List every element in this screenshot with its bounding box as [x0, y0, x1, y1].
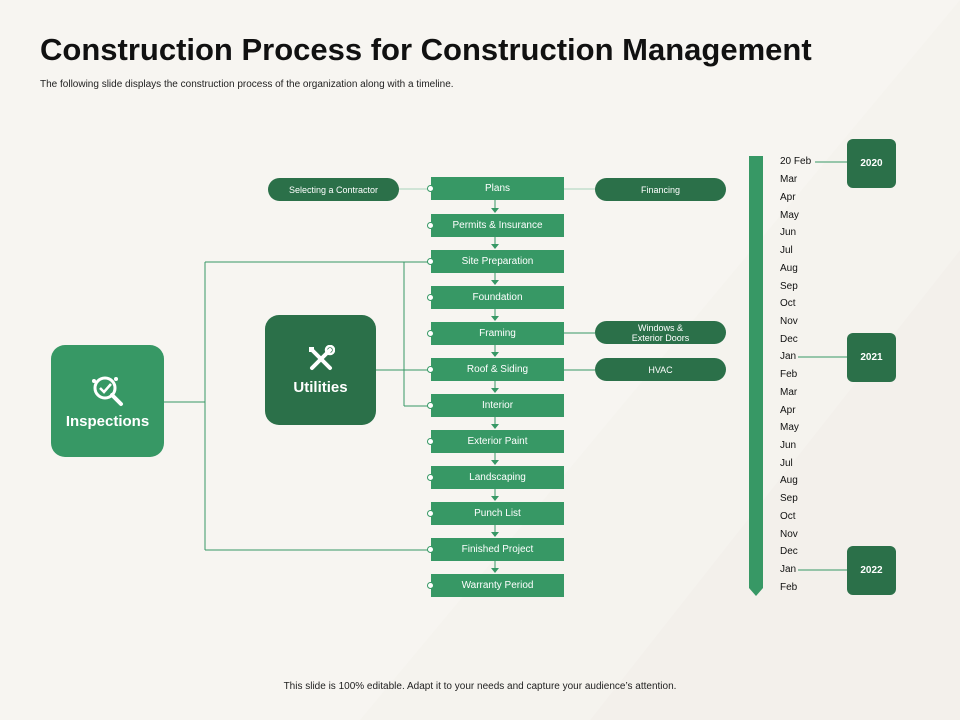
step-arrow-icon	[491, 424, 499, 429]
inspections-label: Inspections	[65, 412, 150, 430]
step-dot	[427, 222, 434, 229]
timeline-month: Nov	[780, 529, 798, 540]
timeline-month: Oct	[780, 298, 796, 309]
timeline-month: Aug	[780, 263, 798, 274]
timeline-month: Jan	[780, 351, 797, 362]
step-permits-insurance[interactable]: Permits & Insurance	[427, 214, 564, 237]
windows-doors-label-line2: Exterior Doors	[631, 332, 690, 343]
timeline-month: Oct	[780, 511, 796, 522]
timeline-month: Sep	[780, 493, 798, 504]
windows-doors-label-line1: Windows &	[637, 322, 683, 333]
timeline-month: Sep	[780, 281, 798, 292]
step-dot	[427, 546, 434, 553]
step-dot	[427, 474, 434, 481]
step-arrow-icon	[491, 532, 499, 537]
step-arrow-icon	[491, 388, 499, 393]
step-dot	[427, 366, 434, 373]
step-label: Roof & Siding	[466, 364, 529, 375]
year-label: 2021	[860, 352, 883, 363]
timeline-bar	[749, 156, 763, 596]
timeline-month: Feb	[780, 369, 798, 380]
step-dot	[427, 185, 434, 192]
step-site-preparation[interactable]: Site Preparation	[427, 250, 564, 273]
magnifier-check-icon	[91, 376, 123, 406]
timeline-month: Jul	[780, 245, 793, 256]
timeline-month: Dec	[780, 334, 798, 345]
step-label: Framing	[479, 328, 516, 339]
year-label: 2022	[860, 565, 883, 576]
selecting-contractor-pill[interactable]: Selecting a Contractor	[268, 178, 399, 201]
inspections-card[interactable]: Inspections	[51, 345, 164, 457]
step-label: Interior	[481, 400, 514, 411]
step-arrow-icon	[491, 460, 499, 465]
timeline-month: May	[780, 422, 799, 433]
step-dot	[427, 258, 434, 265]
step-interior[interactable]: Interior	[427, 394, 564, 417]
timeline-month: 20 Feb	[780, 156, 812, 167]
step-finished-project[interactable]: Finished Project	[427, 538, 564, 561]
step-label: Punch List	[474, 508, 521, 519]
timeline-month: Jul	[780, 458, 793, 469]
step-label: Warranty Period	[461, 580, 534, 591]
timeline-month: Jan	[780, 564, 797, 575]
step-arrow-icon	[491, 280, 499, 285]
step-label: Landscaping	[469, 472, 526, 483]
timeline-month: Nov	[780, 316, 798, 327]
step-dot	[427, 294, 434, 301]
year-2020-badge[interactable]: 2020	[847, 139, 896, 188]
step-dot	[427, 330, 434, 337]
step-dot	[427, 402, 434, 409]
timeline-month: Jun	[780, 227, 797, 238]
step-dot	[427, 438, 434, 445]
step-exterior-paint[interactable]: Exterior Paint	[427, 430, 564, 453]
step-arrow-icon	[491, 496, 499, 501]
step-label: Foundation	[472, 292, 523, 303]
page-title: Construction Process for Construction Ma…	[40, 32, 812, 67]
selecting-contractor-label: Selecting a Contractor	[288, 184, 379, 195]
utilities-label: Utilities	[293, 378, 348, 396]
step-arrow-icon	[491, 316, 499, 321]
wrench-screwdriver-icon	[308, 344, 335, 370]
page-subtitle: The following slide displays the constru…	[40, 79, 454, 90]
utilities-card[interactable]: Utilities	[265, 315, 376, 425]
step-arrow-icon	[491, 208, 499, 213]
timeline-month: Mar	[780, 174, 798, 185]
timeline-month: May	[780, 210, 799, 221]
footer-note: This slide is 100% editable. Adapt it to…	[283, 681, 677, 692]
step-label: Exterior Paint	[467, 436, 528, 447]
step-label: Plans	[484, 183, 510, 194]
year-label: 2020	[860, 158, 883, 169]
timeline-month: Mar	[780, 387, 798, 398]
financing-label: Financing	[640, 184, 681, 195]
step-foundation[interactable]: Foundation	[427, 286, 564, 309]
timeline-month: Aug	[780, 475, 798, 486]
step-label: Finished Project	[461, 544, 534, 555]
step-roof-siding[interactable]: Roof & Siding	[427, 358, 564, 381]
step-landscaping[interactable]: Landscaping	[427, 466, 564, 489]
financing-pill[interactable]: Financing	[595, 178, 726, 201]
step-arrow-icon	[491, 568, 499, 573]
hvac-pill[interactable]: HVAC	[595, 358, 726, 381]
step-punch-list[interactable]: Punch List	[427, 502, 564, 525]
hvac-label: HVAC	[648, 364, 673, 375]
year-2021-badge[interactable]: 2021	[847, 333, 896, 382]
step-dot	[427, 582, 434, 589]
timeline-month: Apr	[780, 192, 796, 203]
step-warranty-period[interactable]: Warranty Period	[427, 574, 564, 597]
step-arrow-icon	[491, 352, 499, 357]
timeline-month: Feb	[780, 582, 798, 593]
step-plans[interactable]: Plans	[427, 177, 564, 200]
timeline-month: Dec	[780, 546, 798, 557]
step-framing[interactable]: Framing	[427, 322, 564, 345]
step-arrow-icon	[491, 244, 499, 249]
timeline-month: Apr	[780, 405, 796, 416]
year-2022-badge[interactable]: 2022	[847, 546, 896, 595]
step-dot	[427, 510, 434, 517]
step-label: Permits & Insurance	[452, 220, 543, 231]
windows-doors-pill[interactable]: Windows & Exterior Doors	[595, 321, 726, 344]
step-label: Site Preparation	[461, 256, 534, 267]
timeline-month: Jun	[780, 440, 797, 451]
